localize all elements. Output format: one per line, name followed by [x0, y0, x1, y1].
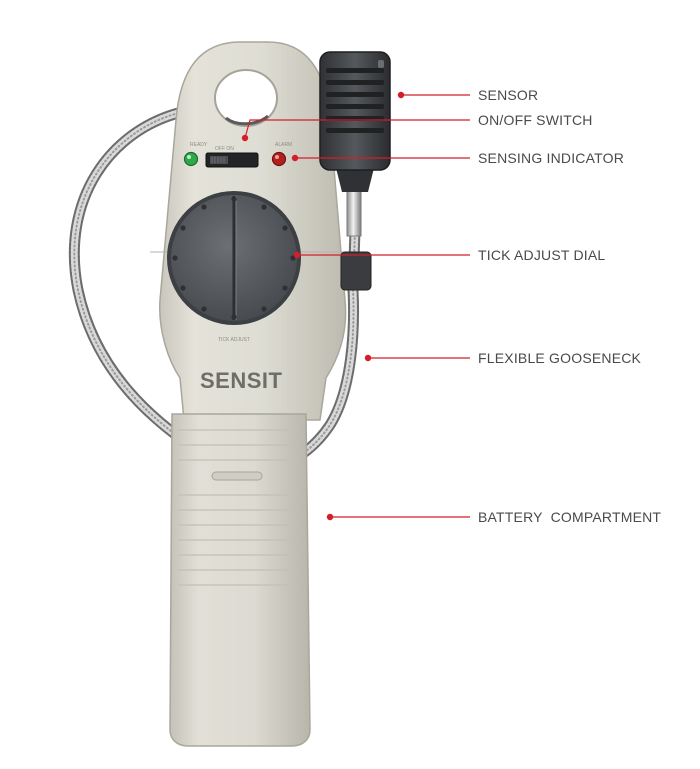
control-panel: READY ALARM OFF ON — [183, 142, 292, 168]
callout-label-sensing: SENSING INDICATOR — [478, 150, 625, 166]
led-label-alarm: ALARM — [275, 142, 292, 148]
callout-label-sensor: SENSOR — [478, 87, 539, 103]
alarm-led-icon — [271, 151, 287, 167]
sensor-assembly — [319, 51, 391, 291]
callout-label-battery: BATTERY COMPARTMENT — [478, 509, 662, 525]
callout-label-dial: TICK ADJUST DIAL — [478, 247, 606, 263]
switch-label: OFF ON — [215, 146, 234, 152]
callout-dots — [241, 91, 405, 521]
dial-label: TICK ADJUST — [218, 337, 250, 343]
callout-line-onoff — [244, 119, 470, 139]
callout-lines — [244, 94, 470, 518]
ready-led-icon — [183, 151, 199, 167]
callout-label-onoff: ON/OFF SWITCH — [478, 112, 593, 128]
tick-adjust-dial-icon: TICK ADJUST — [167, 191, 301, 343]
battery-compartment-icon — [169, 413, 311, 747]
led-label-ready: READY — [190, 142, 208, 148]
callout-label-gooseneck: FLEXIBLE GOOSENECK — [478, 350, 642, 366]
brand-logo: SENSIT — [200, 368, 283, 393]
